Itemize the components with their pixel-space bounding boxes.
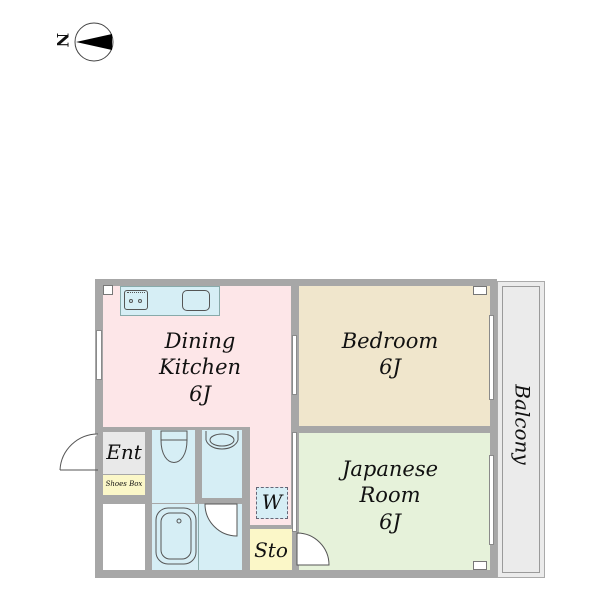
bathtub-icon	[155, 507, 197, 565]
north-arrow-icon	[74, 22, 114, 62]
storage-door-icon[interactable]	[296, 532, 333, 569]
window	[489, 315, 494, 400]
pillar	[473, 561, 487, 570]
compass-north-label: N	[53, 32, 72, 48]
kitchen-counter	[120, 286, 220, 316]
sliding-door	[292, 335, 297, 395]
washroom	[202, 430, 242, 498]
balcony: Balcony	[497, 281, 545, 578]
pillar	[103, 285, 113, 295]
bedroom	[299, 286, 490, 426]
bath-door-icon[interactable]	[204, 503, 245, 544]
shoes-box	[103, 475, 145, 495]
toilet-icon	[160, 430, 188, 463]
compass: N	[52, 22, 122, 62]
japanese-room-label: Japanese Room 6J	[341, 457, 439, 534]
sink-icon	[182, 290, 210, 311]
stove-icon	[124, 290, 148, 310]
sliding-door	[292, 432, 297, 532]
storage	[250, 529, 292, 570]
closet	[103, 504, 145, 570]
window	[489, 455, 494, 545]
entrance	[103, 432, 145, 474]
window	[96, 330, 102, 380]
dining-kitchen-label: Dining Kitchen 6J	[158, 329, 242, 406]
washer-space	[256, 487, 288, 519]
washer-label: W	[261, 490, 283, 514]
entry-door-icon[interactable]	[56, 432, 106, 477]
washbasin-icon	[205, 431, 239, 450]
entrance-label: Ent	[106, 440, 142, 464]
pillar	[473, 286, 487, 295]
storage-label: Sto	[254, 538, 288, 562]
balcony-label: Balcony	[510, 384, 535, 465]
shoes-box-label: Shoes Box	[105, 480, 143, 488]
bedroom-label: Bedroom 6J	[341, 329, 439, 380]
japanese-room	[299, 433, 490, 570]
